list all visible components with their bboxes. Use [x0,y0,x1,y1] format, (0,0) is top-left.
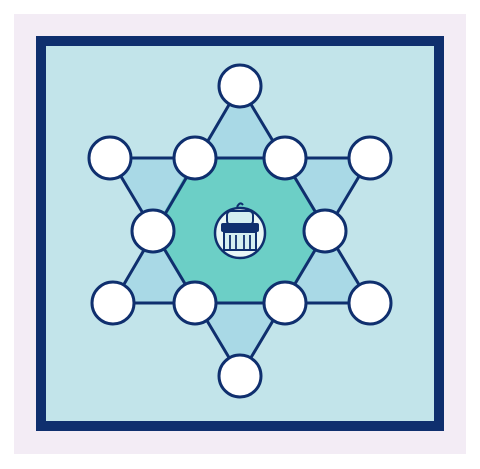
star-point-upper-right [285,158,370,231]
slot-bottom[interactable] [217,353,263,399]
slot-upper-right-point[interactable] [347,135,393,181]
slot-middle-left[interactable] [130,208,176,254]
treasure-chest-icon [213,202,267,260]
star-point-bottom [195,303,285,376]
star-point-lower-right [285,231,370,303]
star-point-upper-left [110,158,195,231]
slot-top[interactable] [217,63,263,109]
slot-upper-inner-right[interactable] [262,135,308,181]
connection-lines [108,84,372,378]
star-point-top [195,86,285,158]
slot-upper-left-point[interactable] [87,135,133,181]
slot-middle-right[interactable] [302,208,348,254]
slot-lower-left-point[interactable] [90,280,136,326]
star-points [110,86,370,376]
star-point-lower-left [113,231,195,303]
slot-lower-right-point[interactable] [347,280,393,326]
slot-lower-inner-left[interactable] [172,280,218,326]
slot-upper-inner-left[interactable] [172,135,218,181]
slot-lower-inner-right[interactable] [262,280,308,326]
